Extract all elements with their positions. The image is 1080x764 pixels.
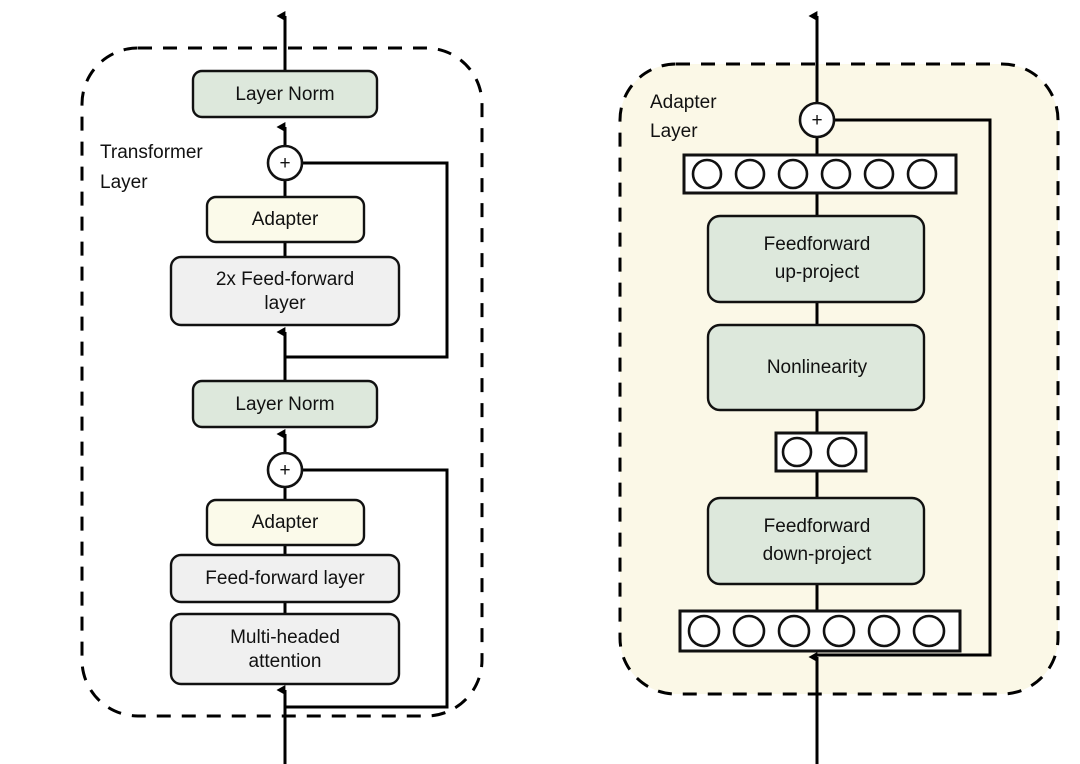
adapter-layer-edges [808,11,992,764]
block-label: Adapter [252,209,319,230]
adapter-layer-boundary [618,62,1060,696]
block-label: Feed-forward layer [205,568,365,589]
block-label-line2: up-project [775,262,860,283]
adder-plus-symbol: + [279,460,290,481]
block-adapter-bottom[interactable]: Adapter [205,498,366,547]
block-feedforward-down-project[interactable]: Feedforward down-project [706,496,926,586]
block-label-line2: attention [249,651,322,672]
transformer-layer-blocks: Layer Norm Adapter 2x Feed-forward layer… [100,69,401,686]
block-layer-norm-bottom[interactable]: Layer Norm [191,379,379,429]
block-feedforward-up-project[interactable]: Feedforward up-project [706,214,926,304]
block-label: Nonlinearity [767,357,868,378]
block-label: Adapter [252,512,319,533]
block-label-line1: Feedforward [764,516,871,537]
block-label-line2: down-project [763,544,872,565]
adder-bottom[interactable]: + [266,451,304,489]
block-label-line1: 2x Feed-forward [216,269,354,290]
block-multi-headed-attention[interactable]: Multi-headed attention [169,612,401,686]
block-feed-forward-layer[interactable]: Feed-forward layer [169,553,401,604]
vector-middle[interactable] [774,431,868,473]
adapter-layer-blocks: Feedforward up-project Nonlinearity Feed… [650,92,962,653]
transformer-layer-label-line1: Transformer [100,142,203,163]
block-label-line1: Multi-headed [230,627,340,648]
block-nonlinearity[interactable]: Nonlinearity [706,323,926,412]
adder-adapter[interactable]: + [798,101,836,139]
adapter-layer-label-line2: Layer [650,121,698,142]
adder-plus-symbol: + [279,153,290,174]
vector-top[interactable] [682,153,958,195]
adder-top[interactable]: + [266,144,304,182]
block-layer-norm-top[interactable]: Layer Norm [191,69,379,119]
block-label: Layer Norm [235,84,334,105]
block-label-line2: layer [264,293,306,314]
skip-connection-feedforward [285,161,449,359]
block-adapter-top[interactable]: Adapter [205,195,366,244]
vector-bottom[interactable] [678,609,962,653]
block-label-line1: Feedforward [764,234,871,255]
block-feed-forward-2x[interactable]: 2x Feed-forward layer [169,255,401,327]
skip-connection-adapter [817,118,992,657]
transformer-layer-boundary [80,46,484,718]
block-label: Layer Norm [235,394,334,415]
transformer-layer-label-line2: Layer [100,172,148,193]
transformer-layer-edges [276,11,449,764]
adder-plus-symbol: + [811,110,822,131]
skip-connection-attention [285,468,449,709]
adapter-layer-label-line1: Adapter [650,92,717,113]
